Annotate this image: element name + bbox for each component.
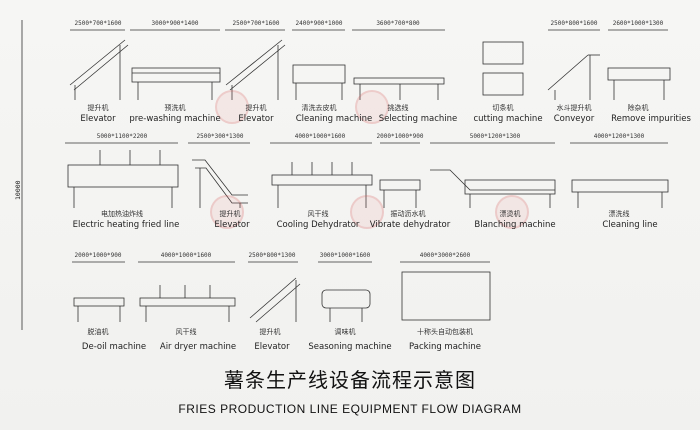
machine-label-cn: 切条机 — [492, 104, 514, 112]
diagram-title-en: FRIES PRODUCTION LINE EQUIPMENT FLOW DIA… — [178, 402, 522, 416]
dim-label: 2500*800*1600 — [550, 20, 598, 27]
height-dimension: 10000 — [14, 180, 22, 200]
dim-label: 2000*1000*900 — [376, 133, 424, 140]
dim-label: 3000*900*1400 — [151, 20, 199, 27]
machine-label-cn: 提升机 — [245, 104, 267, 112]
machine-label-en: Elevator — [254, 342, 290, 352]
machine-label-cn: 风干线 — [175, 328, 197, 336]
watermark-stamp — [355, 90, 389, 124]
machine-label-cn: 漂烫机 — [499, 210, 521, 218]
dim-label: 3000*1000*1600 — [319, 252, 371, 259]
machine-label-en: Vibrate dehydrator — [369, 220, 451, 230]
machine-label-cn: 预洗机 — [164, 104, 186, 112]
machine-label-en: Packing machine — [409, 342, 481, 352]
dim-label: 2000*1000*900 — [74, 252, 122, 259]
dim-label: 2500*700*1600 — [74, 20, 122, 27]
machine-label-en: Cleaning machine — [295, 114, 373, 124]
machine-label-en: Elevator — [214, 220, 250, 230]
machine-label-cn: 水斗提升机 — [556, 104, 592, 112]
dim-label: 4000*1000*1600 — [160, 252, 212, 259]
machine-label-en: cutting machine — [473, 114, 543, 124]
machine-label-cn: 除杂机 — [627, 104, 649, 112]
dim-label: 4000*3000*2600 — [419, 252, 471, 259]
diagram-title-cn: 薯条生产线设备流程示意图 — [224, 368, 476, 392]
machine-label-en: Electric heating fried line — [72, 220, 180, 230]
dim-label: 5000*1100*2200 — [96, 133, 148, 140]
dim-label: 2500*800*1300 — [248, 252, 296, 259]
machine-label-en: Elevator — [80, 114, 116, 124]
machine-label-en: Cleaning line — [602, 220, 658, 230]
machine-label-cn: 电加热油炸线 — [101, 210, 143, 218]
machine-label-cn: 提升机 — [87, 104, 109, 112]
machine-label-en: Selecting machine — [378, 114, 458, 124]
machine-label-cn: 调味机 — [334, 328, 356, 336]
machine-label-cn: 挑选线 — [387, 104, 409, 112]
watermark-stamp — [495, 195, 529, 229]
dim-label: 2500*700*1600 — [232, 20, 280, 27]
machine-label-en: pre-washing machine — [129, 114, 221, 124]
dim-label: 2500*300*1300 — [196, 133, 244, 140]
dim-label: 5000*1200*1300 — [469, 133, 521, 140]
machine-label-cn: 脱油机 — [87, 328, 109, 336]
machine-label-cn: 振动沥水机 — [390, 210, 426, 218]
machine-label-en: Seasoning machine — [308, 342, 392, 352]
machine-label-en: Remove impurities — [611, 114, 691, 124]
machine-label-cn: 提升机 — [219, 210, 241, 218]
machine-label-en: Conveyor — [553, 114, 595, 124]
machine-label-en: De-oil machine — [81, 342, 147, 352]
watermark-stamp — [350, 195, 384, 229]
dim-label: 4000*1000*1600 — [294, 133, 346, 140]
machine-label-cn: 漂洗线 — [608, 210, 630, 218]
machine-label-en: Air dryer machine — [159, 342, 237, 352]
dim-label: 2600*1000*1300 — [612, 20, 664, 27]
machine-label-cn: 十称头自动包装机 — [417, 328, 473, 336]
dim-label: 2400*900*1000 — [295, 20, 343, 27]
dim-label: 3600*700*800 — [376, 20, 420, 27]
machine-label-en: Elevator — [238, 114, 274, 124]
machine-label-cn: 风干线 — [307, 210, 329, 218]
machine-label-en: Cooling Dehydrator — [276, 220, 360, 230]
dim-label: 4000*1200*1300 — [593, 133, 645, 140]
machine-label-cn: 清洗去皮机 — [301, 104, 337, 112]
watermark-stamp — [215, 90, 249, 124]
machine-label-cn: 提升机 — [259, 328, 281, 336]
machine-label-en: Blanching machine — [474, 220, 556, 230]
watermark-stamp — [210, 195, 244, 229]
